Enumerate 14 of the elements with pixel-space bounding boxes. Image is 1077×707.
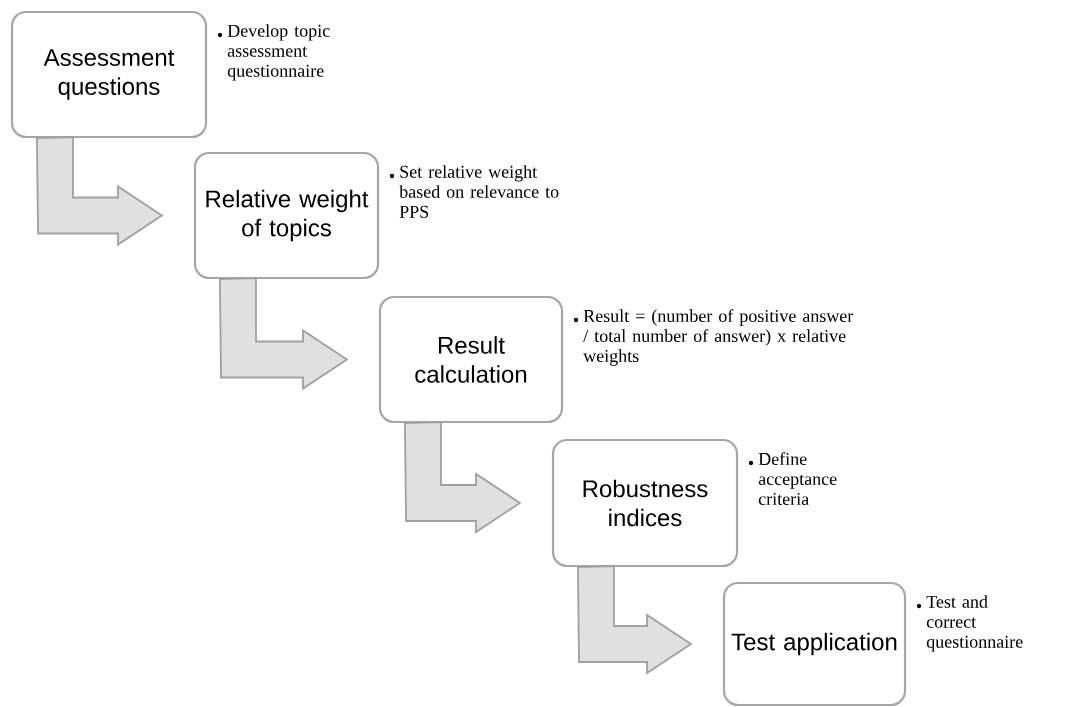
process-box: Robustness indices xyxy=(551,438,739,568)
process-box: Assessment questions xyxy=(10,10,208,139)
process-box: Test application xyxy=(722,581,907,707)
block-arrow xyxy=(404,421,522,534)
block-arrow xyxy=(577,565,693,675)
step-description: Develop topic assessment questionnaire xyxy=(227,24,330,81)
process-box: Result calculation xyxy=(378,295,564,424)
block-arrow xyxy=(219,277,349,391)
step-description: Test and correct questionnaire xyxy=(926,595,1023,652)
block-arrow xyxy=(36,136,164,247)
step-description: Define acceptance criteria xyxy=(758,452,837,506)
step-description: Set relative weight based on relevance to PPS xyxy=(399,165,559,218)
process-box: Relative weight of topics xyxy=(193,151,380,280)
step-description: Result = (number of positive answer / total number of answer) x relative weights xyxy=(583,309,854,366)
